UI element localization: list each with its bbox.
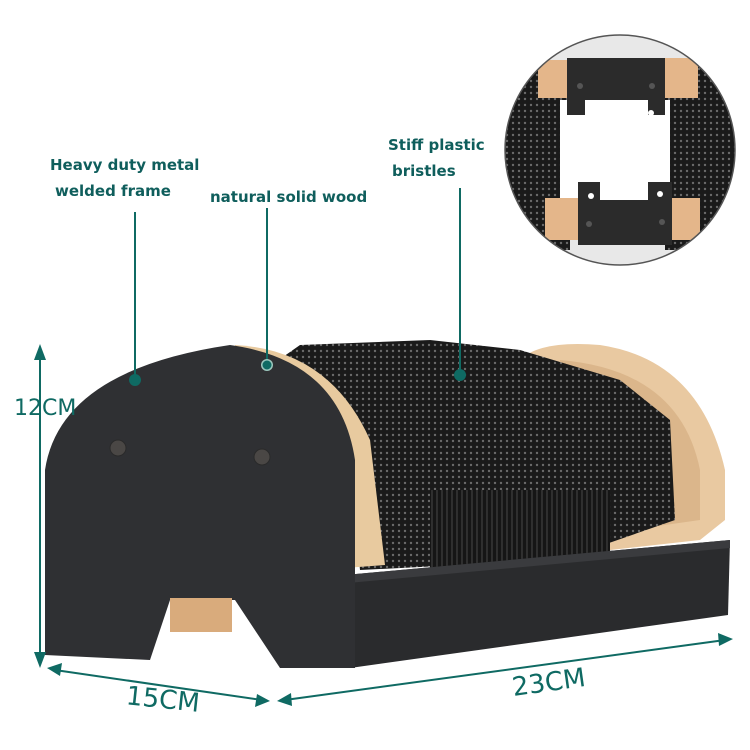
label-solid-wood-line1: natural solid wood [210,188,368,206]
inset-bottom-view [504,34,736,266]
dimension-arrows [34,344,733,707]
label-solid-wood: natural solid wood [210,184,367,210]
dimension-height: 12CM [14,396,77,421]
label-plastic-bristles-line1: Stiff plastic [388,136,485,154]
label-metal-frame-line1: Heavy duty metal [50,156,200,174]
label-metal-frame-line2: welded frame [55,182,171,200]
label-plastic-bristles: Stiff plastic bristles [388,132,485,184]
label-metal-frame: Heavy duty metal welded frame [50,152,199,204]
boot-brush-product [45,340,730,668]
annotation-leaders [129,188,466,386]
label-plastic-bristles-line2: bristles [392,162,456,180]
